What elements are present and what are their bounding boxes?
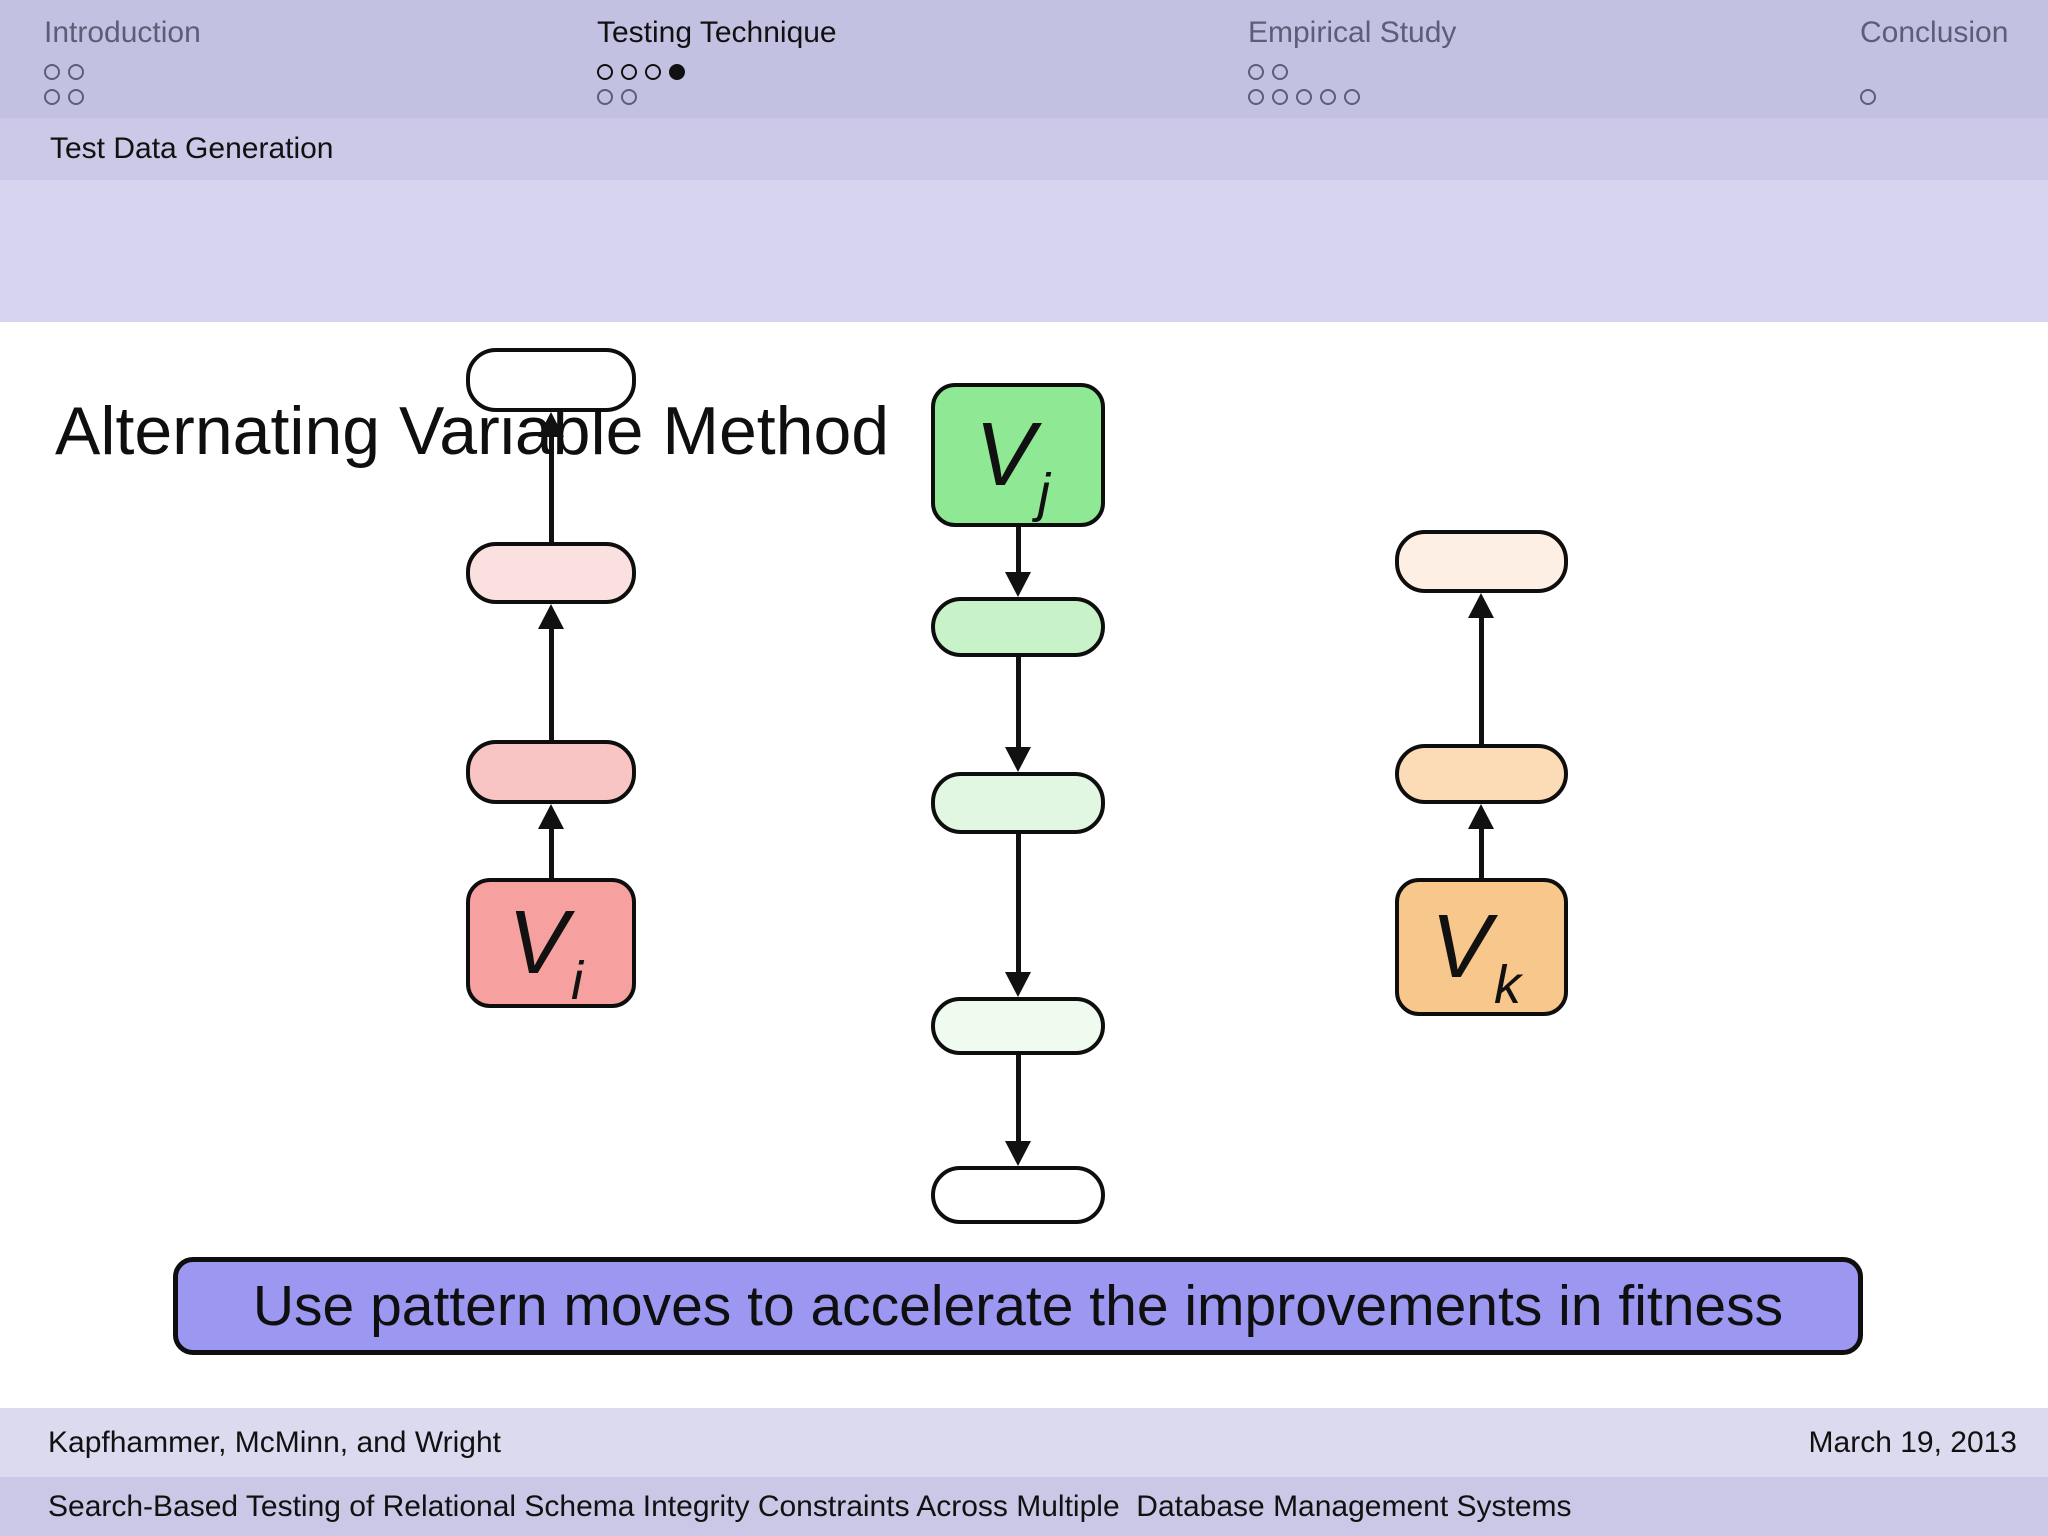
variable-subscript: j bbox=[1038, 463, 1051, 523]
footer-title-bar: Search-Based Testing of Relational Schem… bbox=[0, 1477, 2048, 1536]
footer-date: March 19, 2013 bbox=[1808, 1425, 2017, 1459]
nav-section-label[interactable]: Introduction bbox=[44, 16, 201, 49]
nav-dot[interactable] bbox=[44, 64, 60, 80]
flow-box-vj-faded-2 bbox=[931, 772, 1105, 834]
variable-label-vk: Vk bbox=[1430, 897, 1522, 1015]
subsection-title: Test Data Generation bbox=[50, 132, 334, 165]
variable-subscript: k bbox=[1494, 955, 1522, 1015]
variable-label-vj: Vj bbox=[974, 405, 1051, 523]
flow-box-vi-top-empty bbox=[466, 348, 636, 412]
arrow-down-icon bbox=[1003, 527, 1033, 597]
nav-dot-current[interactable] bbox=[669, 64, 685, 80]
footer-authors: Kapfhammer, McMinn, and Wright bbox=[48, 1425, 501, 1459]
subsection-bar: Test Data Generation bbox=[0, 118, 2048, 180]
nav-section-label[interactable]: Testing Technique bbox=[597, 16, 837, 49]
flow-box-vj-faded-1 bbox=[931, 597, 1105, 657]
flow-box-vj-bottom-empty bbox=[931, 1166, 1105, 1224]
footer-author-bar: Kapfhammer, McMinn, and Wright March 19,… bbox=[0, 1408, 2048, 1477]
arrow-down-icon bbox=[1003, 1055, 1033, 1166]
flow-box-vk-faded-1 bbox=[1395, 744, 1568, 804]
nav-dot-row[interactable] bbox=[597, 64, 693, 81]
flow-box-vi-faded-1 bbox=[466, 740, 636, 804]
nav-dot[interactable] bbox=[645, 64, 661, 80]
nav-section-conclusion[interactable]: Conclusion bbox=[1860, 0, 2008, 118]
nav-section-introduction[interactable]: Introduction bbox=[44, 0, 201, 118]
variable-subscript: i bbox=[571, 951, 584, 1011]
flow-box-vi-faded-2 bbox=[466, 542, 636, 604]
arrow-up-icon bbox=[536, 412, 566, 542]
nav-dot[interactable] bbox=[68, 89, 84, 105]
nav-section-testing-technique[interactable]: Testing Technique bbox=[597, 0, 837, 118]
nav-dot[interactable] bbox=[1248, 64, 1264, 80]
nav-dot[interactable] bbox=[1272, 64, 1288, 80]
flow-box-vk-top-faded-2 bbox=[1395, 530, 1568, 593]
nav-dot-row[interactable] bbox=[1248, 64, 1296, 81]
nav-dot[interactable] bbox=[68, 64, 84, 80]
nav-dot[interactable] bbox=[621, 64, 637, 80]
nav-dot[interactable] bbox=[1296, 89, 1312, 105]
nav-section-label[interactable]: Conclusion bbox=[1860, 16, 2009, 49]
nav-dot-row[interactable] bbox=[1860, 89, 1884, 106]
flow-box-vi: Vi bbox=[466, 878, 636, 1008]
nav-section-label[interactable]: Empirical Study bbox=[1248, 16, 1457, 49]
nav-dot[interactable] bbox=[621, 89, 637, 105]
nav-dot[interactable] bbox=[1320, 89, 1336, 105]
arrow-up-icon bbox=[536, 604, 566, 740]
arrow-up-icon bbox=[1466, 593, 1496, 744]
caption-banner: Use pattern moves to accelerate the impr… bbox=[173, 1257, 1863, 1355]
nav-dot[interactable] bbox=[1272, 89, 1288, 105]
flow-box-vk: Vk bbox=[1395, 878, 1568, 1016]
nav-dot[interactable] bbox=[597, 89, 613, 105]
nav-dot-row[interactable] bbox=[44, 64, 92, 81]
nav-dot[interactable] bbox=[44, 89, 60, 105]
nav-dot[interactable] bbox=[597, 64, 613, 80]
arrow-up-icon bbox=[1466, 804, 1496, 878]
nav-dot-row[interactable] bbox=[44, 89, 92, 106]
nav-dot[interactable] bbox=[1248, 89, 1264, 105]
flow-box-vj-faded-3 bbox=[931, 997, 1105, 1055]
arrow-down-icon bbox=[1003, 657, 1033, 772]
nav-section-empirical-study[interactable]: Empirical Study bbox=[1248, 0, 1456, 118]
frame-title-bar: Alternating Variable Method bbox=[0, 180, 2048, 468]
navigation-bar: Introduction Testing Technique Empirical… bbox=[0, 0, 2048, 118]
flow-box-vj: Vj bbox=[931, 383, 1105, 527]
variable-label-vi: Vi bbox=[507, 893, 584, 1011]
nav-dot[interactable] bbox=[1344, 89, 1360, 105]
frame-title: Alternating Variable Method bbox=[55, 393, 890, 469]
nav-dot-row[interactable] bbox=[597, 89, 645, 106]
nav-dot[interactable] bbox=[1860, 89, 1876, 105]
caption-text: Use pattern moves to accelerate the impr… bbox=[252, 1274, 1784, 1338]
nav-dot-row[interactable] bbox=[1248, 89, 1368, 106]
arrow-down-icon bbox=[1003, 834, 1033, 997]
footer-paper-title: Search-Based Testing of Relational Schem… bbox=[48, 1489, 1572, 1523]
arrow-up-icon bbox=[536, 804, 566, 878]
